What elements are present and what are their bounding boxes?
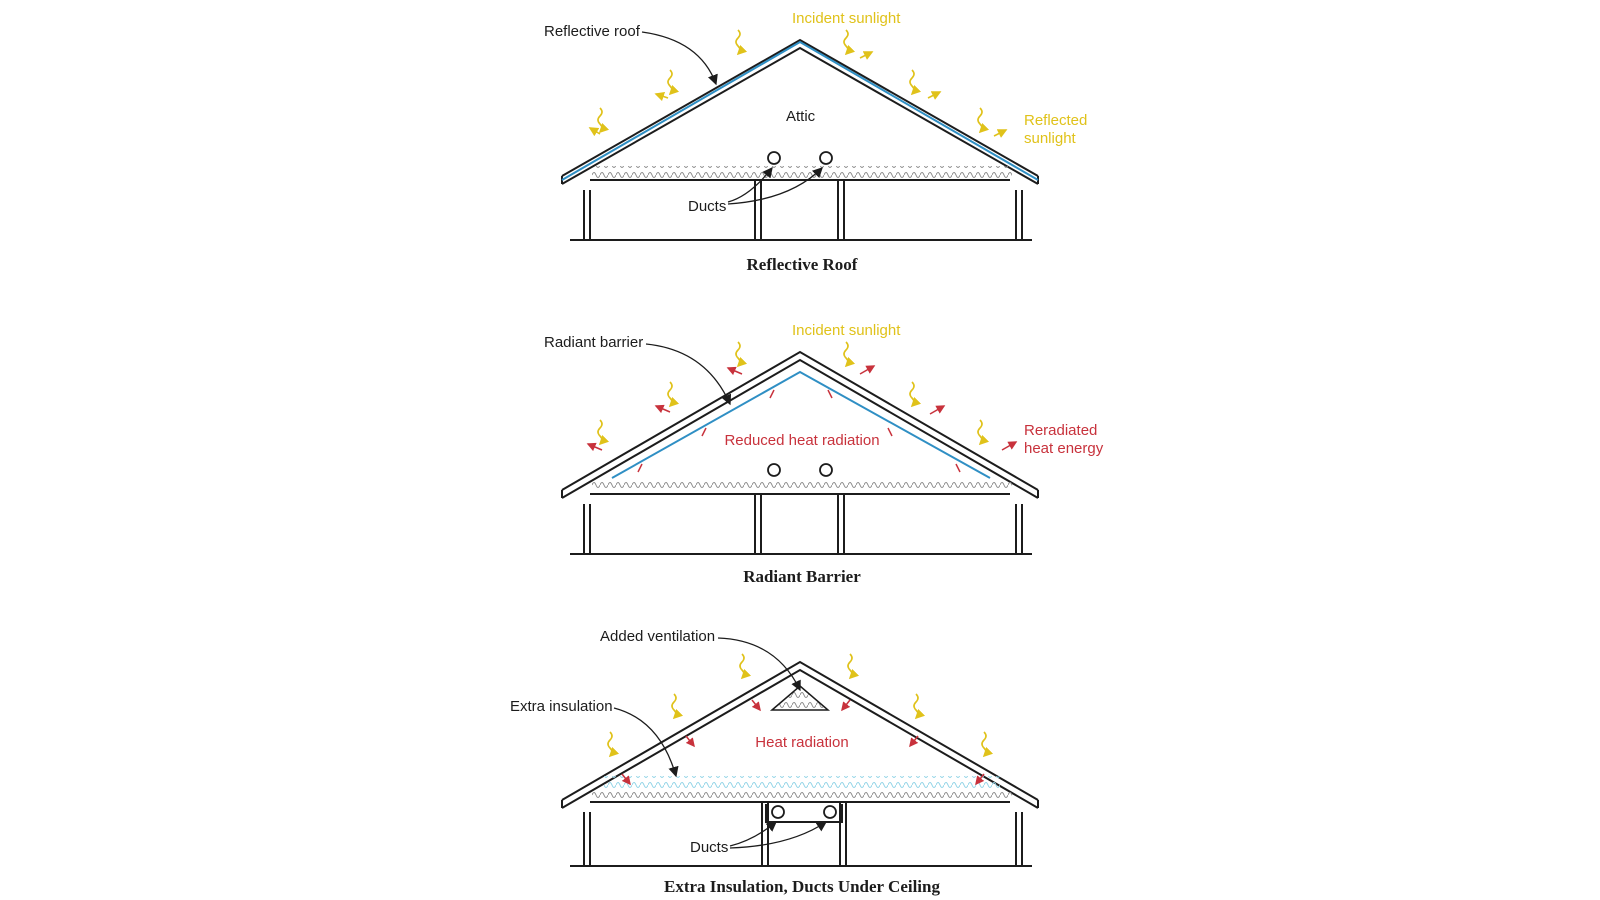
reradiated-heat-arrow	[654, 404, 671, 414]
label-extra-insulation: Extra insulation	[510, 698, 613, 715]
incident-sunlight-arrow	[909, 381, 922, 408]
heat-radiation-arrow	[751, 699, 761, 712]
incident-sunlight-arrow	[607, 731, 620, 758]
reradiated-heat-arrow	[929, 405, 946, 415]
leader-lines	[645, 343, 732, 406]
label-incident-sunlight: Incident sunlight	[792, 10, 901, 27]
heat-radiation-arrow	[621, 773, 631, 786]
ducts	[767, 463, 833, 477]
caption-reflective-roof: Reflective Roof	[747, 255, 858, 274]
ceiling-insulation	[592, 480, 1012, 492]
label-ducts: Ducts	[688, 198, 726, 215]
sunlight-arrows	[588, 29, 1008, 138]
incident-sunlight-arrow	[981, 731, 994, 758]
duct	[771, 805, 785, 819]
heat-radiation-arrow	[685, 735, 695, 748]
ceiling-insulation	[592, 166, 1012, 178]
incident-sunlight-arrow	[667, 381, 680, 408]
incident-sunlight-arrow	[739, 653, 752, 680]
label-added-ventilation: Added ventilation	[600, 628, 715, 645]
reflected-sunlight-arrow	[654, 91, 669, 102]
duct	[819, 463, 833, 477]
incident-sunlight-arrow	[671, 693, 684, 720]
incident-sunlight-arrow	[913, 693, 926, 720]
label-reflected-sunlight-line1: Reflected	[1024, 112, 1087, 129]
reduced-heat-tick	[827, 389, 833, 399]
reduced-heat-tick	[955, 463, 961, 473]
incident-sunlight-arrow	[735, 29, 748, 56]
extra-insulation-layer	[604, 776, 1000, 790]
sunlight-arrows	[597, 341, 990, 446]
ducts	[767, 151, 833, 165]
panel-radiant-barrier: Radiant barrier Incident sunlight Reduce…	[544, 322, 1104, 586]
house-structure	[561, 38, 1039, 241]
sunlight-arrows	[607, 653, 994, 758]
reduced-heat-tick	[887, 427, 893, 437]
heat-arrows	[621, 699, 985, 786]
leader-lines	[641, 31, 823, 205]
label-radiant-barrier: Radiant barrier	[544, 334, 643, 351]
incident-sunlight-arrow	[847, 653, 860, 680]
panel-reflective-roof: Reflective roof Attic Ducts Incident sun…	[544, 10, 1087, 274]
label-reradiated-line2: heat energy	[1024, 440, 1104, 457]
caption-radiant-barrier: Radiant Barrier	[743, 567, 861, 586]
reradiated-heat-arrow	[859, 365, 876, 375]
incident-sunlight-arrow	[909, 69, 922, 96]
label-ducts: Ducts	[690, 839, 728, 856]
duct	[767, 463, 781, 477]
leader-lines	[613, 637, 828, 849]
reflected-sunlight-arrow	[927, 91, 942, 100]
radiant-barrier-foil	[611, 370, 991, 479]
heat-radiation-arrow	[909, 735, 919, 748]
incident-sunlight-arrow	[597, 419, 610, 446]
incident-sunlight-arrow	[977, 107, 990, 134]
incident-sunlight-arrow	[597, 107, 610, 134]
incident-sunlight-arrow	[843, 341, 856, 368]
reduced-heat-tick	[769, 389, 775, 399]
heat-radiation-arrow	[841, 699, 851, 712]
incident-sunlight-arrow	[667, 69, 680, 96]
incident-sunlight-arrow	[735, 341, 748, 368]
ceiling-insulation	[592, 790, 1012, 800]
incident-sunlight-arrow	[977, 419, 990, 446]
label-incident-sunlight: Incident sunlight	[792, 322, 901, 339]
ridge-vent	[769, 685, 831, 711]
house-structure	[561, 350, 1039, 555]
label-reflected-sunlight-line2: sunlight	[1024, 130, 1077, 147]
label-reradiated-line1: Reradiated	[1024, 422, 1097, 439]
duct	[767, 151, 781, 165]
reradiated-heat-arrow	[586, 442, 603, 452]
panel-extra-insulation: Added ventilation Extra insulation Heat …	[510, 628, 1039, 896]
reflective-roof-coating	[561, 40, 1039, 181]
label-heat-radiation: Heat radiation	[755, 734, 848, 751]
heat-radiation-arrow	[975, 773, 985, 786]
reflected-sunlight-arrow	[588, 127, 601, 137]
incident-sunlight-arrow	[843, 29, 856, 56]
reradiated-heat-arrow	[726, 366, 743, 376]
house-structure	[561, 660, 1039, 867]
duct	[819, 151, 833, 165]
label-reduced-heat-radiation: Reduced heat radiation	[724, 432, 879, 449]
label-reflective-roof: Reflective roof	[544, 23, 641, 40]
ducts	[771, 805, 837, 819]
reflected-sunlight-arrow	[859, 51, 874, 60]
caption-extra-insulation: Extra Insulation, Ducts Under Ceiling	[664, 877, 940, 896]
heat-arrows	[586, 365, 1018, 473]
reflected-sunlight-arrow	[993, 129, 1008, 138]
label-attic: Attic	[786, 108, 816, 125]
reduced-heat-tick	[701, 427, 707, 437]
reduced-heat-tick	[637, 463, 643, 473]
reradiated-heat-arrow	[1001, 441, 1018, 451]
duct	[823, 805, 837, 819]
